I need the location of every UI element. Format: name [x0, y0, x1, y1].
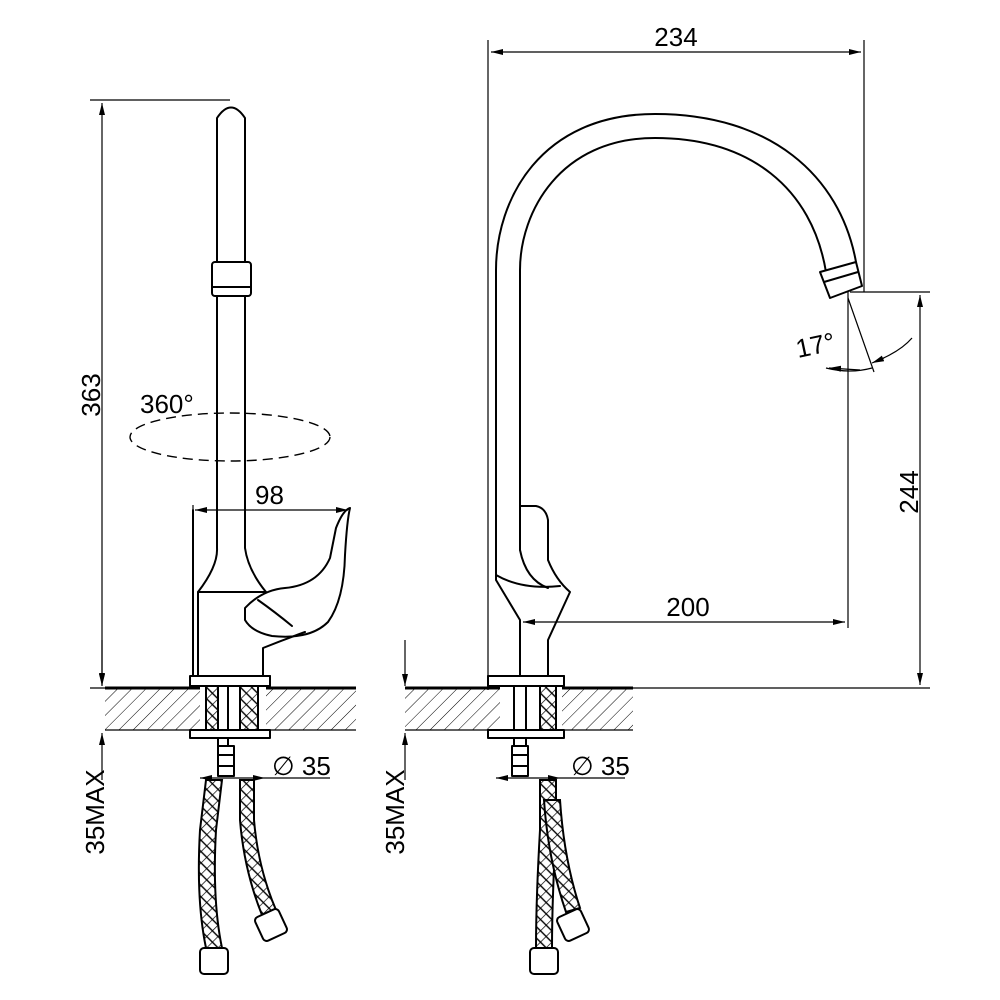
side-rotation-indicator [129, 412, 331, 462]
front-faucet-body [487, 505, 571, 687]
front-reach-label: 234 [654, 22, 697, 52]
front-mounting [487, 685, 590, 975]
front-counter-label: 35MAX [380, 769, 410, 854]
front-spout-height-label: 244 [894, 470, 924, 513]
front-hole-label: ∅ 35 [571, 751, 630, 781]
side-height-dimension [90, 99, 230, 689]
side-hole-label: ∅ 35 [272, 751, 331, 781]
side-rotation-label: 360° [140, 389, 194, 419]
side-countertop [105, 686, 356, 732]
front-spout-height-dimension [850, 291, 930, 685]
front-angle-label: 17° [793, 326, 838, 364]
front-angle-dimension [825, 292, 913, 628]
front-offset-label: 200 [666, 592, 709, 622]
front-reach-dimension [487, 40, 865, 690]
side-view: 363 360° 98 ∅ 35 35MAX [76, 99, 356, 975]
side-faucet-body [189, 504, 351, 687]
side-height-label: 363 [76, 373, 106, 416]
side-spout-tube [211, 106, 252, 506]
side-counter-label: 35MAX [80, 769, 110, 854]
side-handle-label: 98 [255, 480, 284, 510]
front-view: 234 244 17° 200 ∅ 35 35MAX [380, 22, 930, 975]
side-handle-dimension [192, 505, 348, 514]
side-mounting [189, 685, 288, 975]
front-countertop [405, 686, 930, 732]
front-gooseneck-spout [495, 113, 863, 551]
